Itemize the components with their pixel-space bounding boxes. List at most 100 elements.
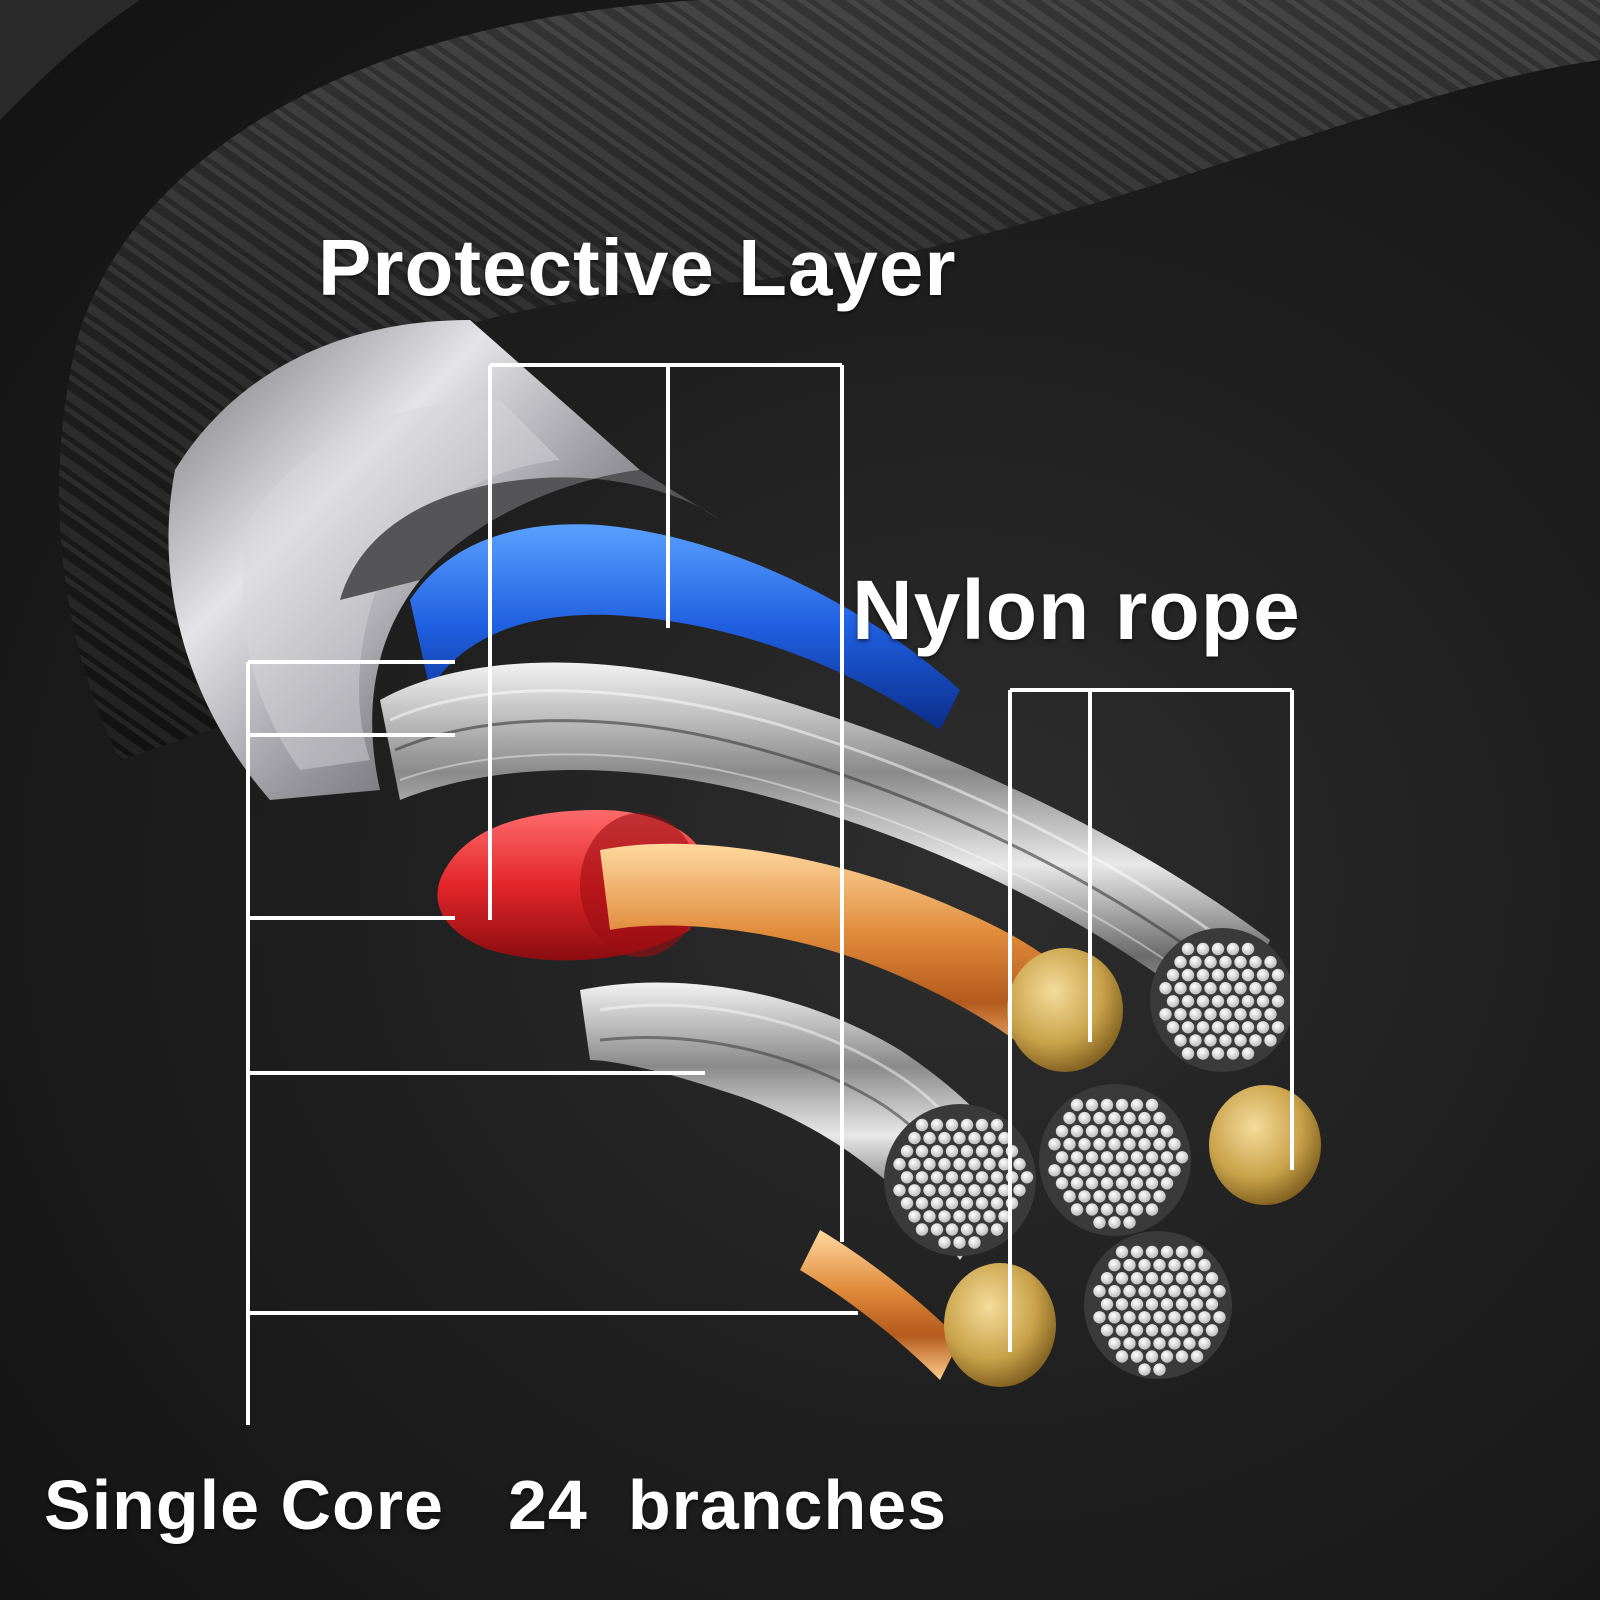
strand-dot [1123, 1216, 1136, 1229]
gold-end-caps [944, 948, 1321, 1387]
blue-insulation [410, 524, 960, 730]
strand-dot [900, 1197, 914, 1210]
strand-dot [1013, 1158, 1026, 1171]
strand-dot [1204, 982, 1217, 995]
strand-dot [1160, 1272, 1174, 1285]
protective-layer-label: Protective Layer [318, 223, 957, 312]
strand-dot [1153, 1363, 1166, 1376]
strand-dot [1055, 1151, 1069, 1164]
strand-dot [1138, 1138, 1151, 1151]
strand-dot [1211, 942, 1225, 956]
strand-dot [1153, 1164, 1166, 1177]
strand-dot [1115, 1177, 1129, 1190]
strand-dot [1100, 1177, 1114, 1190]
strand-dot [1115, 1151, 1129, 1164]
strand-dot [960, 1223, 974, 1236]
strand-dot [945, 1118, 959, 1132]
strand-dot [1108, 1190, 1121, 1203]
strand-dot [1264, 1008, 1277, 1021]
strand-dot [1160, 1245, 1174, 1259]
strand-bundle-face [884, 1104, 1036, 1256]
strand-dot [1168, 1285, 1181, 1298]
strand-dot [1138, 1164, 1151, 1177]
strand-dot [938, 1236, 951, 1249]
strand-dot [968, 1236, 981, 1249]
strand-dot [1145, 1125, 1159, 1138]
strand-dot [1219, 1034, 1232, 1047]
strand-dot [1130, 1151, 1144, 1164]
strand-dot [1085, 1125, 1099, 1138]
strand-dot [1138, 1190, 1151, 1203]
strand-dot [1138, 1258, 1151, 1272]
strand-dot [1226, 968, 1240, 982]
strand-dot [1234, 955, 1247, 969]
strand-dot [1241, 1021, 1255, 1034]
strand-dot [1181, 968, 1195, 982]
strand-dot [1226, 942, 1240, 956]
strand-dot [1130, 1324, 1144, 1337]
strand-dot [1213, 1311, 1226, 1324]
strand-dot [1078, 1190, 1091, 1203]
strand-dot [915, 1171, 929, 1184]
strand-dot [908, 1184, 921, 1197]
strand-dot [1138, 1363, 1151, 1376]
strand-dot [1115, 1298, 1129, 1311]
strand-dot [1166, 995, 1180, 1008]
strand-dot [1108, 1111, 1121, 1125]
strand-dot [1196, 1047, 1210, 1060]
strand-dot [1115, 1098, 1129, 1112]
strand-dot [1196, 1021, 1210, 1034]
strand-dot [953, 1210, 966, 1223]
strand-dot [1204, 1034, 1217, 1047]
strand-dot [1138, 1337, 1151, 1350]
strand-dot [945, 1197, 959, 1210]
strand-dot [1226, 1047, 1240, 1060]
strand-dot [1256, 995, 1270, 1008]
strand-dot [1138, 1285, 1151, 1298]
strand-dot [1063, 1164, 1076, 1177]
strand-dot [1234, 1008, 1247, 1021]
strand-dot [1078, 1111, 1091, 1125]
strand-dot [1271, 995, 1285, 1008]
strand-dot [1249, 955, 1262, 969]
strand-dot [1211, 1047, 1225, 1060]
strand-dot [983, 1158, 996, 1171]
branch-count: 24 [507, 1466, 588, 1544]
strand-dot [1204, 1008, 1217, 1021]
strand-dot [938, 1210, 951, 1223]
strand-dot [998, 1158, 1011, 1171]
strand-dot [1189, 982, 1202, 995]
strand-dot [968, 1210, 981, 1223]
strand-dot [1241, 968, 1255, 982]
strand-dot [1115, 1324, 1129, 1337]
strand-dot [1123, 1111, 1136, 1125]
strand-dot [1183, 1337, 1196, 1350]
single-core-label: Single Core [44, 1466, 444, 1544]
strand-dot [1123, 1258, 1136, 1272]
strand-dot [1153, 1285, 1166, 1298]
strand-dot [893, 1184, 906, 1197]
strand-dot [1145, 1272, 1159, 1285]
strand-dot [953, 1158, 966, 1171]
strand-dot [1241, 995, 1255, 1008]
strand-dot [975, 1171, 989, 1184]
strand-dot [1205, 1272, 1219, 1285]
strand-dot [1168, 1311, 1181, 1324]
strand-dot [1130, 1272, 1144, 1285]
strand-dot [1115, 1350, 1129, 1363]
strand-dot [945, 1223, 959, 1236]
strand-dot [1196, 968, 1210, 982]
strand-dot [1234, 1034, 1247, 1047]
strand-dot [1219, 1008, 1232, 1021]
strand-dot [1055, 1177, 1069, 1190]
metal-shield [168, 320, 720, 800]
strand-dot [1123, 1164, 1136, 1177]
strand-dot [1175, 1350, 1189, 1363]
strand-dot [1078, 1138, 1091, 1151]
strand-dot [1145, 1245, 1159, 1259]
strand-dot [960, 1171, 974, 1184]
strand-dot [908, 1210, 921, 1223]
strand-dot [1115, 1125, 1129, 1138]
strand-bundle-face [1039, 1084, 1191, 1236]
